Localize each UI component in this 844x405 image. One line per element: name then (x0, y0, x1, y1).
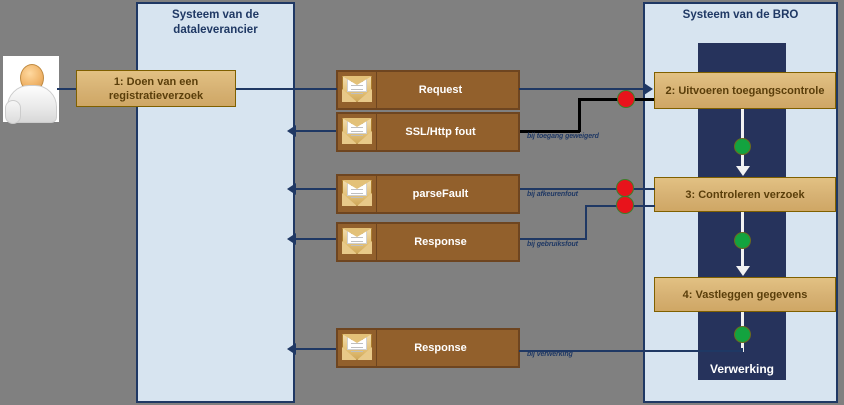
connector-response-mid-to-lane (296, 238, 336, 240)
connector-ssl-to-lane-arrowhead (287, 125, 296, 137)
envelope-icon (338, 114, 377, 150)
envelope-icon (338, 330, 377, 366)
connector-request-to-act2 (519, 88, 645, 90)
message-response-mid-label: Response (414, 236, 467, 248)
connector-act3-gebruik-out (633, 205, 655, 207)
connector-act3-gebruik-to-response (520, 238, 587, 240)
connector-act3-gebruik-drop (585, 205, 587, 240)
dot-green-2[interactable] (734, 232, 751, 249)
activity-3-label: 3: Controleren verzoek (685, 188, 805, 201)
connector-response-bottom-to-lane (296, 348, 336, 350)
dot-green-1[interactable] (734, 138, 751, 155)
envelope-icon (338, 72, 377, 108)
message-ssl-http-fout-label: SSL/Http fout (405, 126, 476, 138)
note-toegang-geweigerd: bij toegang geweigerd (527, 133, 599, 140)
actor-arm-icon (5, 100, 21, 124)
processing-band-label-text: Verwerking (709, 362, 775, 376)
connector-response-mid-to-lane-arrowhead (287, 233, 296, 245)
lane-bro-title-text: Systeem van de BRO (682, 9, 799, 21)
message-request-top[interactable]: Request (336, 70, 520, 110)
note-parse-fout-text: bij afkeurenfout (527, 191, 578, 198)
envelope-icon (338, 224, 377, 260)
dot-red-parse[interactable] (616, 179, 634, 197)
connector-verwerking-run (519, 350, 743, 352)
message-parsefault-label: parseFault (412, 188, 469, 200)
actor-dataleverancier[interactable] (3, 56, 59, 124)
connector-act3-parse-out (633, 188, 655, 190)
activity-4-label: 4: Vastleggen gegevens (682, 288, 808, 301)
connector-parsefault-to-lane (296, 188, 336, 190)
note-gebruiksfout-text: bij gebruiksfout (527, 241, 578, 248)
activity-3-box[interactable]: 3: Controleren verzoek (654, 177, 836, 212)
connector-act2-error-to-ssl (520, 130, 580, 133)
connector-parsefault-to-lane-arrowhead (287, 183, 296, 195)
activity-4-box[interactable]: 4: Vastleggen gegevens (654, 277, 836, 312)
connector-request-to-act2-arrowhead (644, 83, 653, 95)
flow-act3-to-act4-arrowhead (736, 266, 750, 276)
message-response-bottom-label: Response (414, 342, 467, 354)
message-request-top-label: Request (418, 84, 463, 96)
note-verwerking: bij verwerking (527, 351, 573, 358)
connector-act2-error-drop (578, 98, 581, 132)
lane-dataleverancier-title: Systeem van de dataleverancier (140, 8, 291, 38)
processing-band-label: Verwerking (698, 362, 786, 376)
connector-act2-error-run (578, 98, 624, 101)
note-gebruiksfout: bij gebruiksfout (527, 241, 578, 248)
lane-bro-title: Systeem van de BRO (645, 8, 836, 23)
connector-actor-to-act1 (57, 88, 77, 90)
connector-act3-parse-run (520, 188, 618, 190)
note-verwerking-text: bij verwerking (527, 351, 573, 358)
connector-ssl-to-lane (296, 130, 336, 132)
activity-2-label: 2: Uitvoeren toegangscontrole (665, 84, 825, 97)
connector-act1-to-request (236, 88, 337, 90)
dot-green-3[interactable] (734, 326, 751, 343)
lane-dataleverancier[interactable] (136, 2, 295, 403)
message-response-bottom[interactable]: Response (336, 328, 520, 368)
note-toegang-geweigerd-text: bij toegang geweigerd (527, 133, 599, 140)
message-response-mid[interactable]: Response (336, 222, 520, 262)
message-ssl-http-fout[interactable]: SSL/Http fout (336, 112, 520, 152)
connector-response-bottom-to-lane-arrowhead (287, 343, 296, 355)
connector-act3-gebruik-run (585, 205, 623, 207)
dot-red-toegang[interactable] (617, 90, 635, 108)
connector-act2-error-out (632, 98, 654, 101)
lane-dataleverancier-title-text: Systeem van de dataleverancier (172, 9, 259, 36)
activity-1-box[interactable]: 1: Doen van een registratieverzoek (76, 70, 236, 107)
flow-act2-to-act3-arrowhead (736, 166, 750, 176)
dot-red-gebruik[interactable] (616, 196, 634, 214)
note-parse-fout: bij afkeurenfout (527, 191, 578, 198)
activity-2-box[interactable]: 2: Uitvoeren toegangscontrole (654, 72, 836, 109)
envelope-icon (338, 176, 377, 212)
message-parsefault[interactable]: parseFault (336, 174, 520, 214)
activity-1-label: 1: Doen van een registratieverzoek (108, 75, 204, 102)
